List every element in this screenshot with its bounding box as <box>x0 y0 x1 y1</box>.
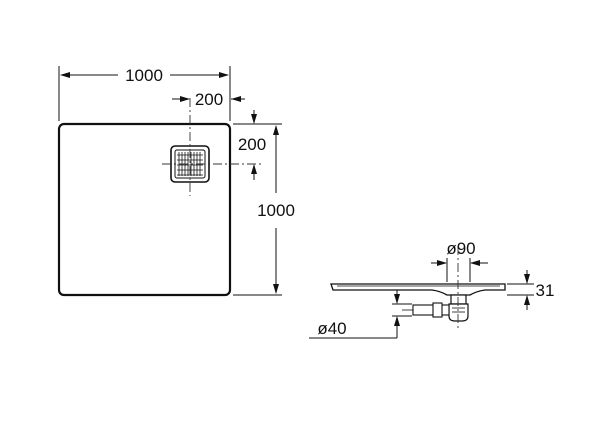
drain-offset-y-dimension: 200 <box>233 110 266 180</box>
width-dimension: 1000 <box>58 66 231 121</box>
drain-offset-y-label: 200 <box>238 135 266 154</box>
drain-offset-x-dimension: 200 <box>172 90 245 121</box>
thickness-dimension: 31 <box>507 270 554 310</box>
side-view: ø90 ø40 31 <box>309 239 554 339</box>
drain-diameter-label: ø90 <box>446 239 475 258</box>
drain-diameter-dimension: ø90 <box>431 239 488 282</box>
drain-body-icon <box>402 294 469 322</box>
height-label: 1000 <box>257 201 295 220</box>
pipe-diameter-dimension: ø40 <box>309 290 412 339</box>
height-dimension: 1000 <box>233 123 295 296</box>
thickness-label: 31 <box>536 281 555 300</box>
shower-tray-outline <box>57 122 232 297</box>
pipe-diameter-label: ø40 <box>317 319 346 338</box>
tray-profile <box>330 283 506 296</box>
plan-view: 1000 200 200 1000 <box>57 66 295 297</box>
width-label: 1000 <box>125 66 163 85</box>
drain-offset-x-label: 200 <box>195 90 223 109</box>
